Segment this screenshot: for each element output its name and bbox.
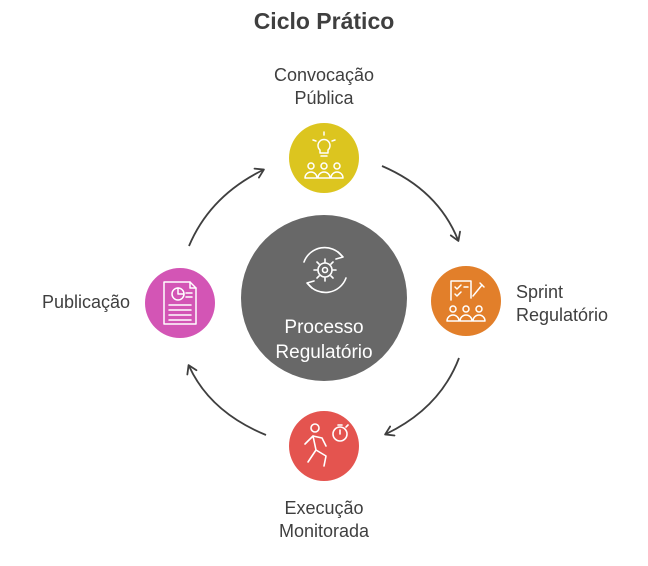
center-label-line1: Processo (284, 317, 364, 338)
runner-stopwatch-icon (304, 423, 349, 467)
stage-label-publicacao: Publicação (0, 291, 130, 314)
stage-label-line1: Publicação (41, 292, 130, 312)
stage-circle-execucao (289, 411, 359, 481)
stage-label-line1: Execução (284, 498, 364, 518)
stage-label-line2: Monitorada (278, 521, 370, 541)
lightbulb-audience-icon (304, 131, 344, 179)
page-title: Ciclo Prático (253, 8, 395, 34)
document-chart-icon (163, 281, 197, 325)
arrow-top-to-right (381, 165, 461, 242)
stage-label-sprint: Sprint Regulatório (516, 281, 646, 327)
stage-label-line1: Sprint (516, 282, 564, 302)
stage-label-execucao: Execução Monitorada (224, 497, 424, 543)
stage-circle-sprint (431, 266, 501, 336)
stage-circle-publicacao (145, 268, 215, 338)
gear-cycle-icon (303, 246, 347, 294)
stage-circle-convocacao (289, 123, 359, 193)
arrow-left-to-top (188, 167, 265, 247)
stage-label-line2: Regulatório (516, 305, 609, 325)
center-circle (241, 215, 407, 381)
center-label-line2: Regulatório (275, 342, 373, 363)
stage-label-convocacao: Convocação Pública (224, 64, 424, 110)
stage-label-line1: Convocação (273, 65, 375, 85)
arrow-bottom-to-left (186, 364, 267, 436)
center-label: Processo Regulatório (242, 315, 406, 365)
stage-label-line2: Pública (294, 88, 354, 108)
arrow-right-to-bottom (384, 357, 460, 437)
checklist-team-icon (446, 280, 486, 322)
